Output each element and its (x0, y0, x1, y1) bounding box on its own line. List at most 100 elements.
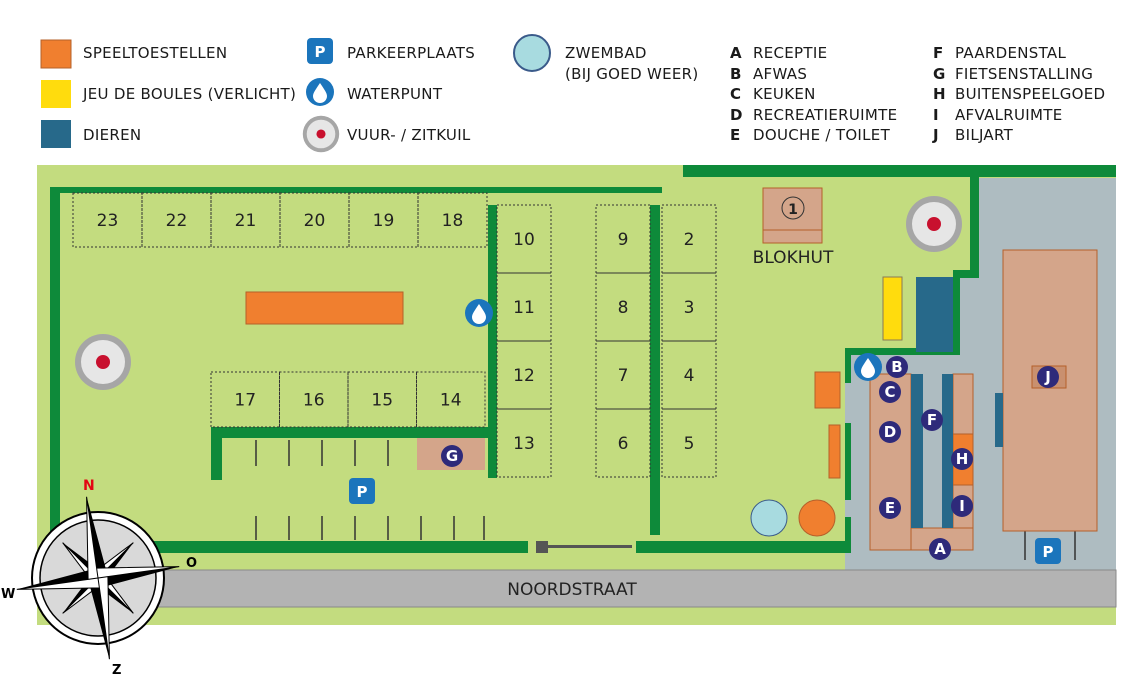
legend-label: ZWEMBAD (565, 44, 647, 62)
pool-icon (513, 34, 551, 72)
plot-number: 14 (440, 391, 462, 411)
marker-a[interactable]: A (929, 538, 951, 560)
plot[interactable]: 20 (279, 192, 350, 248)
plot-number: 17 (234, 391, 256, 411)
svg-text:BILJART: BILJART (955, 126, 1014, 144)
plot-number: 6 (618, 434, 629, 454)
svg-text:O: O (186, 556, 197, 571)
playground (245, 291, 404, 325)
svg-text:W: W (1, 587, 15, 602)
blokhut: 1 BLOKHUT (753, 187, 834, 268)
stable (911, 374, 923, 528)
street-label: NOORDSTRAAT (507, 580, 637, 600)
boules-swatch (41, 80, 71, 108)
plot-number: 4 (684, 366, 695, 386)
street (149, 569, 1117, 608)
legend-label: VUUR- / ZITKUIL (347, 126, 471, 144)
plot[interactable]: 4 (661, 340, 717, 410)
marker-i[interactable]: I (951, 495, 973, 517)
plot-number: 23 (97, 211, 119, 231)
fire-pit-icon (75, 334, 131, 390)
water-drop-icon (465, 299, 493, 327)
svg-text:D: D (730, 106, 742, 124)
plot-number: 3 (684, 298, 695, 318)
gate-bar[interactable] (548, 545, 632, 548)
parking-icon: P (307, 38, 333, 64)
plot[interactable]: 14 (416, 371, 486, 428)
svg-text:F: F (933, 44, 943, 62)
plot[interactable]: 17 (210, 371, 280, 428)
svg-text:RECEPTIE: RECEPTIE (753, 44, 827, 62)
marker-b[interactable]: B (886, 356, 908, 378)
svg-text:C: C (730, 85, 741, 103)
plot[interactable]: 18 (417, 192, 488, 248)
hedges (50, 165, 1116, 553)
svg-text:A: A (934, 540, 946, 558)
svg-text:D: D (884, 423, 896, 441)
plot-number: 20 (304, 211, 326, 231)
plot[interactable]: 12 (496, 340, 552, 410)
plot[interactable]: 19 (348, 192, 419, 248)
marker-h[interactable]: H (951, 448, 973, 470)
svg-text:1: 1 (788, 202, 798, 218)
legend-label: DIEREN (83, 126, 141, 144)
svg-text:B: B (730, 65, 741, 83)
plot-number: 11 (513, 298, 535, 318)
legend-label: JEU DE BOULES (VERLICHT) (82, 85, 296, 103)
plot[interactable]: 13 (496, 408, 552, 478)
svg-text:FIETSENSTALLING: FIETSENSTALLING (955, 65, 1093, 83)
svg-text:DOUCHE / TOILET: DOUCHE / TOILET (753, 126, 891, 144)
plot-number: 15 (371, 391, 393, 411)
gate[interactable] (536, 541, 548, 553)
plot-number: 13 (513, 434, 535, 454)
svg-text:E: E (730, 126, 740, 144)
animals-area (995, 393, 1003, 447)
plot-number: 18 (442, 211, 464, 231)
jeu-de-boules (882, 276, 903, 341)
plot[interactable]: 9 (595, 204, 651, 274)
svg-text:P: P (1043, 543, 1054, 561)
legend-label: SPEELTOESTELLEN (83, 44, 227, 62)
parking-icon: P (349, 478, 375, 504)
water-drop-icon (854, 353, 882, 381)
svg-text:N: N (83, 478, 95, 494)
plot[interactable]: 8 (595, 272, 651, 342)
plot[interactable]: 16 (279, 371, 349, 428)
svg-text:I: I (959, 497, 965, 515)
plot[interactable]: 5 (661, 408, 717, 478)
plot[interactable]: 22 (141, 192, 212, 248)
marker-f[interactable]: F (921, 409, 943, 431)
svg-text:I: I (933, 106, 939, 124)
plot-number: 7 (618, 366, 629, 386)
svg-text:BUITENSPEELGOED: BUITENSPEELGOED (955, 85, 1105, 103)
animals-swatch (41, 120, 71, 148)
marker-c[interactable]: C (879, 381, 901, 403)
plot[interactable]: 21 (210, 192, 281, 248)
svg-text:KEUKEN: KEUKEN (753, 85, 816, 103)
plot-number: 19 (373, 211, 395, 231)
plot[interactable]: 23 (72, 192, 143, 248)
svg-text:AFVALRUIMTE: AFVALRUIMTE (955, 106, 1063, 124)
svg-text:A: A (730, 44, 742, 62)
building-markers: A BC D E F G H I J (441, 356, 1059, 560)
plot[interactable]: 15 (347, 371, 417, 428)
parking-lines (255, 440, 1076, 560)
plot[interactable]: 10 (496, 204, 552, 274)
plot[interactable]: 11 (496, 272, 552, 342)
plot[interactable]: 7 (595, 340, 651, 410)
marker-d[interactable]: D (879, 421, 901, 443)
plot[interactable]: 2 (661, 204, 717, 274)
marker-e[interactable]: E (879, 497, 901, 519)
fire-pit-icon (302, 115, 340, 153)
playground (828, 424, 841, 479)
marker-g[interactable]: G (441, 445, 463, 467)
svg-text:C: C (884, 383, 895, 401)
plot-number: 5 (684, 434, 695, 454)
svg-text:Z: Z (112, 663, 121, 678)
plot[interactable]: 6 (595, 408, 651, 478)
svg-text:J: J (1044, 368, 1051, 386)
marker-j[interactable]: J (1037, 366, 1059, 388)
plot[interactable]: 3 (661, 272, 717, 342)
